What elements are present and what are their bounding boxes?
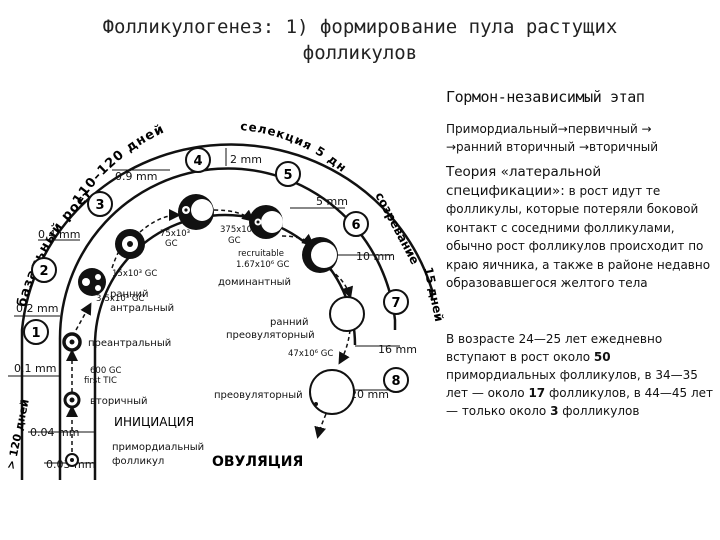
stage-label: антральный [110,303,174,314]
cell-count: 600 GC [90,366,122,376]
ovulation-label: ОВУЛЯЦИЯ [212,454,303,470]
age-text: В возрасте 24—25 лет ежедневно вступают … [446,332,662,364]
size-label: 5 mm [316,195,348,208]
class-number: 3 [95,198,104,213]
age-recruitment-paragraph: В возрасте 24—25 лет ежедневно вступают … [446,330,716,420]
size-label: 0.2 mm [16,302,58,315]
cell-count: 1.67x10⁶ GC [236,260,289,270]
follicle-early-preovulatory [330,297,364,331]
size-label: 0.9 mm [115,170,157,183]
cell-count: recruitable [238,249,284,259]
stage-label: фолликул [112,456,164,467]
label-more-days: > 120 дней [4,398,32,471]
follicle-preantral [64,334,80,350]
class-number: 6 [351,218,360,233]
cell-count: GC [228,236,241,246]
class-number: 2 [39,264,48,279]
follicles [64,194,364,466]
cell-count: GC [165,239,178,249]
folliculogenesis-diagram: базальный рост 110–120 дней селекция 5 д… [0,0,445,540]
size-label: 0.4 mm [38,228,80,241]
label-maturation-days: 15 дней [421,266,445,323]
class-number: 5 [283,168,292,183]
stage-labels: примордиальный фолликул вторичный преант… [88,277,315,467]
follicle-class4 [178,194,214,230]
theory-text: в рост идут те фолликулы, которые потеря… [446,184,710,291]
stage-label: преовуляторный [214,390,303,401]
stage-label: преантральный [88,338,171,349]
initiation-label: ИНИЦИАЦИЯ [114,415,194,429]
follicle-dominant [302,237,338,273]
cell-count: first TIC [84,376,117,386]
hormone-independent-heading: Гормон-независимый этап [446,88,716,106]
age-number: 17 [528,386,545,400]
age-text: фолликулов [558,404,639,418]
stages-line-2: →ранний вторичный →вторичный [446,138,716,156]
stage-label: примордиальный [112,442,204,453]
follicle-primordial [66,454,78,466]
lateral-specification-paragraph: Теория «латеральной спецификации»: в рос… [446,163,716,293]
cell-count: 375x10³ [220,225,255,235]
class-number: 4 [193,154,202,169]
age-number: 50 [594,350,611,364]
stage-label: ранний [110,289,149,300]
follicle-secondary [65,393,79,407]
follicle-early-antral [78,268,106,296]
label-growth-days: 110–120 дней [70,122,167,208]
follicle-class3 [115,229,145,259]
size-label: 0.1 mm [14,362,56,375]
cell-count: 15x10³ GC [112,269,157,279]
cell-count: 75x10³ [160,229,190,239]
size-label: 2 mm [230,153,262,166]
stage-label: ранний [270,317,309,328]
size-label: 16 mm [378,343,417,356]
stages-sequence: Примордиальный→первичный → →ранний втори… [446,120,716,156]
stage-label: доминантный [218,277,291,288]
stage-label: преовуляторный [226,330,315,341]
follicle-preovulatory [310,370,354,414]
cell-count: 47x10⁶ GC [288,349,333,359]
stage-label: вторичный [90,396,148,407]
class-number: 1 [31,326,40,341]
size-label: 10 mm [356,250,395,263]
stages-line-1: Примордиальный→первичный → [446,120,716,138]
class-number: 8 [391,374,400,389]
class-number: 7 [391,296,400,311]
label-selection: селекция 5 дней [0,0,350,175]
